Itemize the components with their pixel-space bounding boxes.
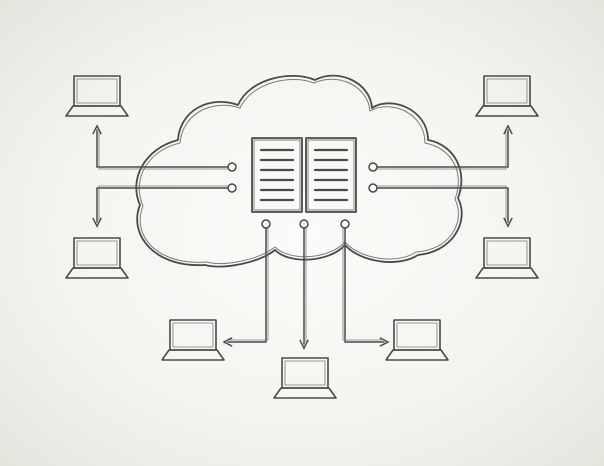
laptop-mid-right: [475, 237, 539, 279]
laptop-bottom-right: [385, 319, 449, 361]
laptop-top-right: [475, 75, 539, 117]
laptop-top-left: [65, 75, 129, 117]
connection-lines: [97, 130, 508, 344]
cloud-outline: [135, 74, 463, 268]
laptop-bottom-center: [273, 357, 337, 399]
laptop-mid-left: [65, 237, 129, 279]
server-right: [305, 137, 357, 213]
laptop-bottom-left: [161, 319, 225, 361]
server-left: [251, 137, 303, 213]
